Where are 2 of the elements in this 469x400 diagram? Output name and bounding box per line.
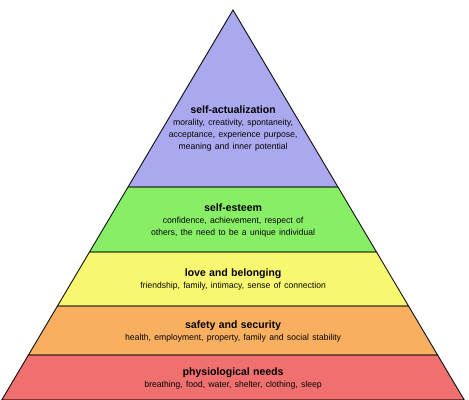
- pyramid-level: love and belonging friendship, family, intimacy, sense of connection: [56, 252, 410, 306]
- pyramid-level: safety and security health, employment, property, family and social stability: [28, 306, 438, 356]
